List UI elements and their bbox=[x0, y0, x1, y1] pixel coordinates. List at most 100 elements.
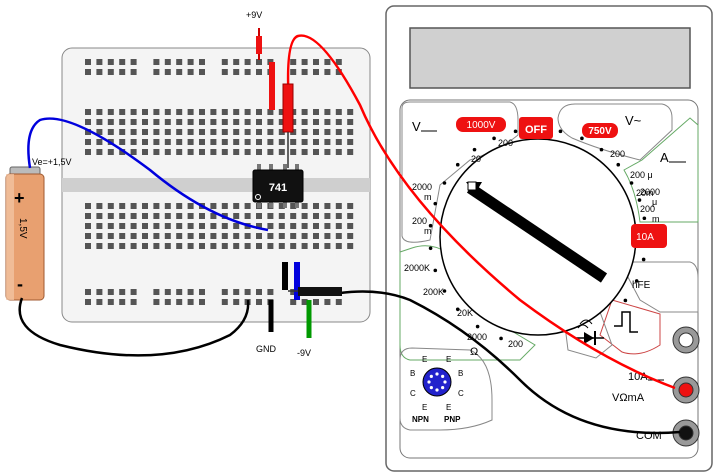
continuity-region bbox=[599, 299, 661, 355]
breadboard-hole bbox=[267, 119, 274, 125]
tick-dot bbox=[442, 289, 447, 293]
ohm-region bbox=[399, 245, 536, 361]
dcv-region bbox=[401, 101, 519, 243]
breadboard-hole bbox=[187, 213, 194, 219]
breadboard-hole bbox=[267, 233, 274, 239]
breadboard-hole bbox=[335, 223, 342, 229]
breadboard-hole bbox=[153, 213, 160, 219]
dcv-tick-200: 200 bbox=[498, 138, 513, 148]
selector-tick-dots bbox=[428, 129, 648, 341]
chip-pin bbox=[283, 202, 287, 208]
tick-dot bbox=[428, 223, 433, 228]
tick-unit: m bbox=[424, 192, 432, 202]
breadboard-hole bbox=[107, 213, 114, 219]
breadboard-hole bbox=[153, 223, 160, 229]
breadboard-hole bbox=[221, 69, 228, 75]
breadboard-hole bbox=[130, 213, 137, 219]
acv-region bbox=[557, 103, 673, 161]
breadboard-hole bbox=[85, 59, 91, 65]
breadboard-hole bbox=[107, 203, 114, 209]
battery: + - 1,5V bbox=[5, 166, 45, 301]
breadboard-hole bbox=[85, 243, 91, 249]
breadboard-hole bbox=[324, 139, 331, 145]
breadboard-hole bbox=[142, 119, 148, 125]
breadboard-hole bbox=[187, 289, 194, 295]
breadboard-hole bbox=[210, 213, 217, 219]
badge-10a-text: 10A bbox=[636, 232, 654, 243]
battery-plus: + bbox=[14, 188, 25, 208]
socket-pin bbox=[435, 372, 439, 376]
breadboard-hole bbox=[335, 69, 342, 75]
breadboard-hole bbox=[96, 223, 103, 229]
breadboard-hole bbox=[176, 203, 183, 209]
breadboard-hole bbox=[187, 243, 194, 249]
breadboard-hole bbox=[290, 203, 297, 209]
breadboard-hole bbox=[164, 223, 171, 229]
breadboard-hole bbox=[324, 69, 331, 75]
breadboard-hole bbox=[164, 139, 171, 145]
breadboard-hole bbox=[347, 129, 354, 135]
breadboard-hole bbox=[324, 129, 331, 135]
breadboard-hole bbox=[187, 59, 194, 65]
breadboard-hole bbox=[244, 233, 251, 239]
breadboard-hole bbox=[199, 233, 205, 239]
breadboard-hole bbox=[267, 213, 274, 219]
jack-com[interactable] bbox=[672, 419, 700, 447]
breadboard-hole bbox=[290, 213, 297, 219]
breadboard-hole bbox=[313, 243, 319, 249]
breadboard-hole bbox=[301, 299, 308, 305]
breadboard-hole bbox=[107, 119, 114, 125]
pnp-pin-b: B bbox=[458, 369, 463, 378]
breadboard-hole bbox=[244, 139, 251, 145]
breadboard-hole bbox=[233, 213, 240, 219]
breadboard-hole bbox=[187, 129, 194, 135]
breadboard-hole bbox=[256, 119, 262, 125]
breadboard-hole bbox=[176, 299, 183, 305]
breadboard-hole bbox=[290, 69, 297, 75]
breadboard-hole bbox=[153, 233, 160, 239]
breadboard-hole bbox=[199, 289, 205, 295]
tick-dot bbox=[634, 279, 639, 283]
chip-pin bbox=[257, 164, 261, 170]
breadboard-hole bbox=[199, 109, 205, 115]
breadboard-hole bbox=[256, 139, 262, 145]
breadboard-hole bbox=[153, 59, 160, 65]
jack-10a[interactable] bbox=[672, 326, 700, 354]
breadboard-hole bbox=[301, 109, 308, 115]
tick-dot bbox=[442, 181, 447, 185]
tick-unit: μ bbox=[652, 197, 657, 207]
breadboard-hole bbox=[301, 223, 308, 229]
breadboard-hole bbox=[176, 109, 183, 115]
socket-pin bbox=[429, 386, 433, 390]
breadboard-hole bbox=[85, 299, 91, 305]
breadboard-hole bbox=[130, 243, 137, 249]
breadboard-hole bbox=[85, 129, 91, 135]
breadboard-hole bbox=[290, 139, 297, 145]
tick-dot bbox=[623, 298, 628, 303]
npn-pin-c: C bbox=[410, 389, 416, 398]
breadboard-hole bbox=[96, 139, 103, 145]
breadboard-hole bbox=[244, 69, 251, 75]
breadboard-hole bbox=[210, 119, 217, 125]
pnp-pin-e-bottom: E bbox=[446, 403, 451, 412]
tick-dot bbox=[616, 162, 621, 167]
dcv-tick-200m-num: 200 bbox=[412, 216, 427, 226]
dca-region bbox=[623, 117, 699, 223]
socket-pin bbox=[429, 374, 433, 378]
breadboard-hole bbox=[164, 203, 171, 209]
jack-vohm[interactable] bbox=[672, 376, 700, 404]
breadboard-hole bbox=[301, 213, 308, 219]
breadboard-hole bbox=[347, 243, 354, 249]
npn-pin-b: B bbox=[410, 369, 415, 378]
breadboard-hole bbox=[233, 203, 240, 209]
breadboard-hole bbox=[164, 289, 171, 295]
breadboard-hole bbox=[267, 149, 274, 155]
breadboard-hole bbox=[142, 109, 148, 115]
breadboard-hole bbox=[199, 139, 205, 145]
breadboard-hole bbox=[335, 149, 342, 155]
red-probe-tip bbox=[282, 83, 294, 168]
battery-minus: - bbox=[17, 274, 23, 294]
breadboard-hole bbox=[107, 59, 114, 65]
breadboard-hole bbox=[347, 119, 354, 125]
breadboard-hole bbox=[96, 69, 103, 75]
